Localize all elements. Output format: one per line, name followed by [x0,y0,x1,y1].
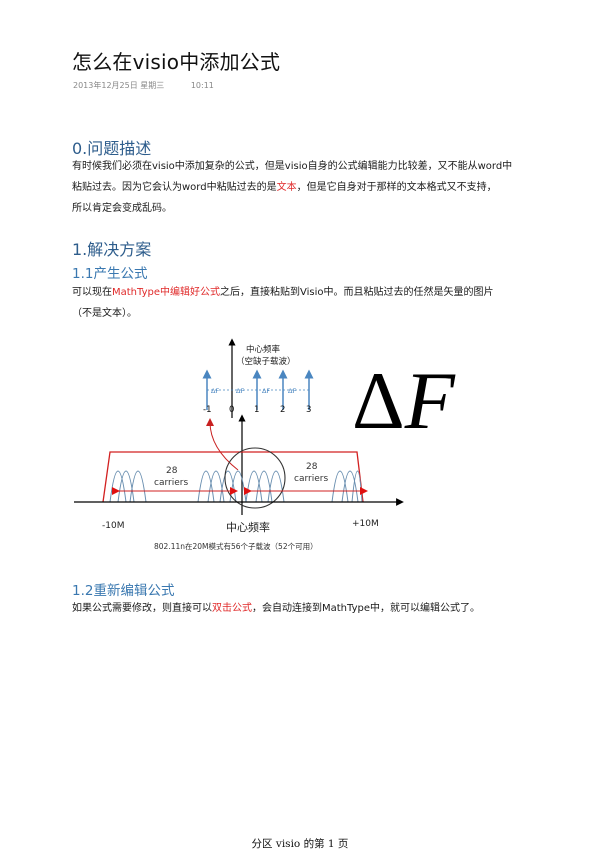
section-heading-solution: 1.解决方案 [72,240,152,259]
svg-text:ΔF: ΔF [288,387,296,395]
left-carriers-count: 28 [166,466,178,476]
generate-line-2: （不是文本）。 [72,308,137,319]
tick-label: 3 [306,405,311,415]
text-span: 如果公式需要修改，则直接可以 [72,603,212,614]
center-freq-label: 中心频率 [246,344,281,355]
subsection-heading-reedit: 1.2重新编辑公式 [72,583,175,599]
page-title: 怎么在visio中添加公式 [72,50,281,74]
tick-label: 0 [229,405,234,415]
page-time: 10:11 [190,81,214,90]
tick-label: -1 [203,405,211,415]
svg-text:ΔF: ΔF [211,387,219,395]
text-span: 之后，直接粘贴到Visio中。而且粘贴过去的任然是矢量的图片 [219,287,494,298]
figure-caption: 802.11n在20M模式有56个子载波（52个可用） [154,541,318,551]
center-frequency-label: 中心频率 [226,520,270,534]
delta-f-formula[interactable]: ΔF [352,360,455,442]
ofdm-subcarrier-figure: 中心频率 （空缺子载波） ΔF ΔF ΔF ΔF -1 0 1 2 3 [70,330,510,560]
text-span: 可以现在 [72,287,112,298]
problem-paragraph: 有时候我们必须在visio中添加复杂的公式，但是visio自身的公式编辑能力比较… [72,156,542,219]
page-footer: 分区 visio 的第 1 页 [251,838,349,850]
tick-label: 1 [254,405,259,415]
page-date: 2013年12月25日 星期三 [73,81,165,90]
right-carriers-text: carriers [294,474,328,484]
highlight-text: 双击公式 [212,603,252,614]
right-freq-label: +10M [352,519,379,529]
problem-line-3: 所以肯定会变成乱码。 [72,203,172,214]
svg-text:ΔF: ΔF [262,387,270,395]
svg-text:ΔF: ΔF [236,387,244,395]
null-subcarrier-label: （空缺子载波） [236,356,296,367]
tick-label: 2 [280,405,285,415]
right-carriers-count: 28 [306,462,318,472]
text-span: ，会自动连接到MathType中，就可以编辑公式了。 [252,603,480,614]
text-span: ，但是它自身对于那样的文本格式又不支持， [296,182,497,193]
page-meta: 2013年12月25日 星期三 10:11 [73,80,214,91]
reedit-line-1: 如果公式需要修改，则直接可以双击公式，会自动连接到MathType中，就可以编辑… [72,598,542,619]
subsection-heading-generate: 1.1产生公式 [72,266,148,282]
text-span: 粘贴过去。因为它会认为word中粘贴过去的是 [72,182,277,193]
left-freq-label: -10M [102,521,124,531]
highlight-text: 文本 [276,182,297,193]
highlight-text: MathType中编辑好公式 [112,287,220,298]
f-symbol: F [404,355,455,446]
generate-line-1: 可以现在MathType中编辑好公式之后，直接粘贴到Visio中。而且粘贴过去的… [72,282,542,303]
problem-line-2: 粘贴过去。因为它会认为word中粘贴过去的是文本，但是它自身对于那样的文本格式又… [72,177,542,198]
reedit-paragraph: 如果公式需要修改，则直接可以双击公式，会自动连接到MathType中，就可以编辑… [72,598,542,619]
left-carriers-text: carriers [154,478,188,488]
generate-paragraph: 可以现在MathType中编辑好公式之后，直接粘贴到Visio中。而且粘贴过去的… [72,282,542,324]
delta-symbol: Δ [352,355,405,446]
problem-line-1: 有时候我们必须在visio中添加复杂的公式，但是visio自身的公式编辑能力比较… [72,161,513,172]
section-heading-problem: 0.问题描述 [72,139,152,158]
